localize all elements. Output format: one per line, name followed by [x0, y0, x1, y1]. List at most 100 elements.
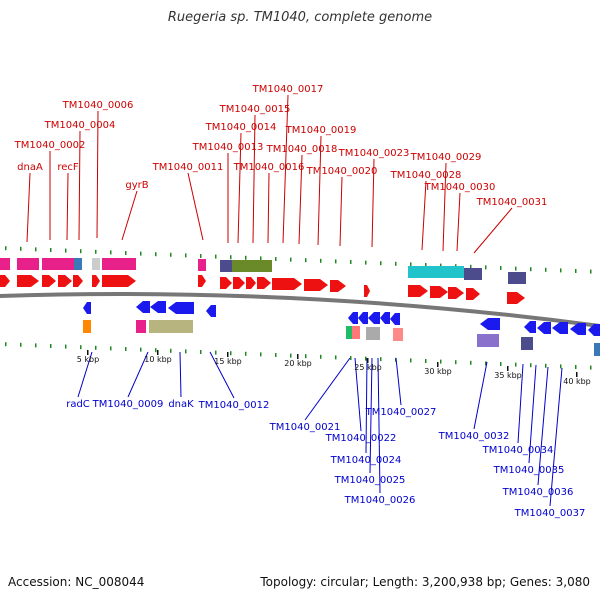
accession-text: Accession: NC_008044 [8, 575, 145, 589]
label-leader-bottom [377, 357, 381, 494]
label-leader-top [282, 94, 289, 244]
gene-label-bottom: TM1040_0037 [514, 508, 586, 519]
label-leader-top [26, 172, 31, 243]
gene-label-top: TM1040_0011 [152, 162, 224, 173]
gene-label-bottom: TM1040_0034 [482, 445, 554, 456]
gene-labels: dnaATM1040_0002recFTM1040_0004TM1040_000… [14, 84, 586, 519]
label-leader-bottom [127, 351, 149, 398]
gene-label-top: TM1040_0016 [233, 162, 305, 173]
label-leader-bottom [549, 367, 563, 507]
gene-label-top: TM1040_0017 [252, 84, 324, 95]
gene-box [220, 260, 232, 272]
reverse-gene-arrow [552, 322, 568, 334]
gene-label-top: TM1040_0028 [390, 170, 462, 181]
label-leader-top [252, 114, 256, 244]
gene-box [393, 328, 403, 341]
label-leader-top [237, 132, 242, 244]
label-leader-bottom [209, 351, 235, 399]
forward-gene-arrow [246, 277, 256, 289]
label-leader-top [78, 130, 81, 241]
reverse-gene-arrow [168, 302, 194, 314]
scale-tick-label: 40 kbp [563, 377, 591, 386]
gene-label-top: TM1040_0002 [14, 140, 86, 151]
gene-box [83, 320, 91, 333]
label-leader-bottom [395, 357, 402, 406]
label-leader-bottom [354, 357, 362, 432]
gene-label-top: TM1040_0015 [219, 104, 291, 115]
gene-box [17, 258, 39, 270]
forward-gene-arrow [430, 286, 448, 298]
scale-tick-mark [576, 372, 578, 377]
gene-box [464, 268, 482, 280]
gene-label-top: TM1040_0030 [424, 182, 496, 193]
scale-tick-label: 35 kbp [494, 371, 522, 380]
label-leader-bottom [179, 351, 182, 398]
genome-summary-text: Topology: circular; Length: 3,200,938 bp… [260, 575, 590, 589]
gene-label-top: TM1040_0031 [476, 197, 548, 208]
scale-tick-label: 5 kbp [77, 355, 99, 364]
gene-label-bottom: TM1040_0027 [365, 407, 437, 418]
reverse-gene-arrow [380, 312, 390, 324]
reverse-gene-arrow [390, 313, 400, 325]
gene-label-bottom: TM1040_0021 [269, 422, 341, 433]
scale-tick-mark [437, 362, 439, 367]
label-leader-top [121, 190, 138, 241]
gene-label-top: TM1040_0018 [266, 144, 338, 155]
reverse-gene-arrow [570, 323, 586, 335]
reverse-gene-arrow [358, 312, 368, 324]
forward-gene-arrow [17, 275, 39, 287]
scale-tick-label: 25 kbp [354, 363, 382, 372]
scale-tick-label: 30 kbp [424, 367, 452, 376]
gene-box [42, 258, 58, 270]
gene-box [366, 327, 380, 340]
label-leader-top [371, 158, 375, 248]
label-leader-bottom [537, 366, 549, 486]
gene-box [198, 259, 206, 271]
label-leader-top [267, 172, 270, 244]
gene-label-bottom: TM1040_0036 [502, 487, 574, 498]
reverse-gene-arrow [480, 318, 500, 330]
label-leader-lines [26, 94, 563, 507]
forward-gene-arrow [272, 278, 302, 290]
forward-gene-arrow [92, 275, 100, 287]
scale-tick-mark [157, 350, 159, 355]
gene-box [508, 272, 526, 284]
gene-label-bottom: TM1040_0012 [198, 400, 270, 411]
gene-box [352, 326, 360, 339]
gene-label-bottom: TM1040_0009 [92, 399, 164, 410]
label-leader-bottom [528, 364, 537, 464]
gene-label-bottom: TM1040_0035 [493, 465, 565, 476]
scale-tick-mark [227, 352, 229, 357]
gene-label-bottom: TM1040_0026 [344, 495, 416, 506]
gene-box [477, 334, 499, 347]
label-leader-top [96, 110, 99, 239]
scale-tick-label: 20 kbp [284, 359, 312, 368]
label-leader-top [187, 172, 204, 241]
gene-label-top: TM1040_0023 [338, 148, 410, 159]
gene-box [136, 320, 146, 333]
gene-box [74, 258, 82, 270]
forward-gene-arrow [257, 277, 271, 289]
gene-label-top: recF [57, 162, 79, 173]
forward-gene-arrow [220, 277, 232, 289]
forward-gene-arrow [233, 277, 245, 289]
gene-label-top: TM1040_0029 [410, 152, 482, 163]
gene-label-bottom: TM1040_0024 [330, 455, 402, 466]
scale-tick-mark [507, 366, 509, 371]
forward-gene-arrow [466, 288, 480, 300]
gene-box [102, 258, 136, 270]
label-leader-bottom [473, 361, 488, 430]
label-leader-bottom [304, 357, 351, 421]
forward-gene-arrow [364, 285, 370, 297]
label-leader-top [442, 162, 447, 252]
label-leader-bottom [365, 357, 368, 454]
gene-box [232, 260, 246, 272]
forward-gene-arrow [330, 280, 346, 292]
gene-label-top: gyrB [125, 180, 148, 191]
reverse-gene-arrow [150, 301, 166, 313]
gene-label-top: TM1040_0013 [192, 142, 264, 153]
gene-features [0, 258, 600, 356]
gene-box [149, 320, 165, 333]
genome-title: Ruegeria sp. TM1040, complete genome [167, 10, 433, 25]
